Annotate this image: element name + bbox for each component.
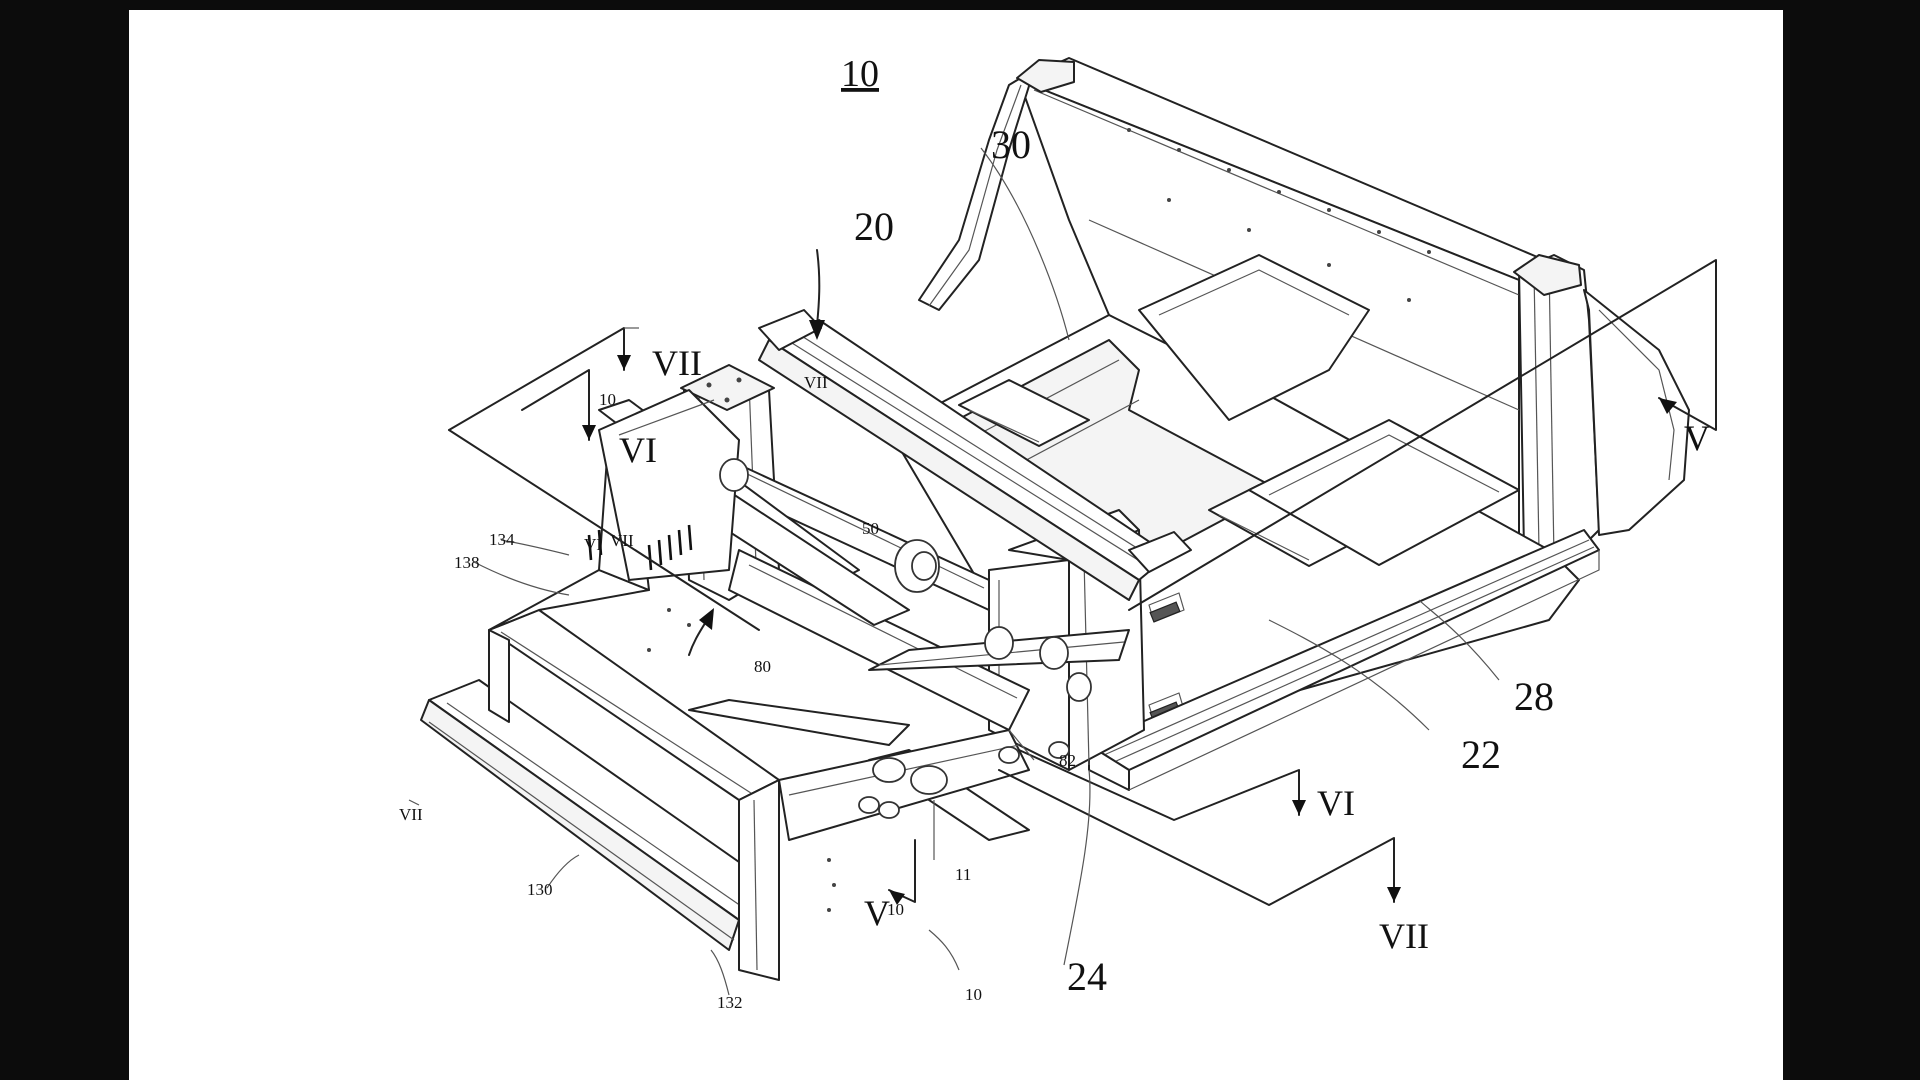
label-82: 82 [1059, 751, 1076, 770]
section-marker-vi-small: VI [584, 535, 602, 554]
label-10-bottom: 10 [965, 985, 982, 1004]
section-marker-vi-top: VI [619, 430, 657, 470]
label-10-small: 10 [599, 390, 616, 409]
label-22: 22 [1461, 732, 1501, 777]
patent-drawing-sheet: 10 30 20 28 22 24 50 80 82 11 10 10 130 … [129, 10, 1783, 1080]
label-130: 130 [527, 880, 553, 899]
label-132: 132 [717, 993, 743, 1012]
label-138: 138 [454, 553, 480, 572]
label-28: 28 [1514, 674, 1554, 719]
label-24: 24 [1067, 954, 1107, 999]
label-80: 80 [754, 657, 771, 676]
label-11: 11 [955, 865, 971, 884]
section-marker-vii-bottom: VII [1379, 916, 1429, 956]
label-20: 20 [854, 204, 894, 249]
section-marker-vii-left: VII [399, 805, 423, 824]
label-30: 30 [991, 122, 1031, 167]
label-134: 134 [489, 530, 515, 549]
section-marker-vi-bottom: VI [1317, 783, 1355, 823]
section-marker-v-right: V [1684, 418, 1710, 458]
section-marker-v-bottom: V [864, 893, 890, 933]
section-marker-vii-small: VII [804, 373, 828, 392]
section-marker-vii-top: VII [652, 343, 702, 383]
section-marker-vii-inner: VII [610, 531, 634, 550]
vehicle-body-frame-drawing: 10 30 20 28 22 24 50 80 82 11 10 10 130 … [129, 10, 1783, 1080]
figure-number: 10 [841, 53, 879, 95]
label-50: 50 [862, 519, 879, 538]
